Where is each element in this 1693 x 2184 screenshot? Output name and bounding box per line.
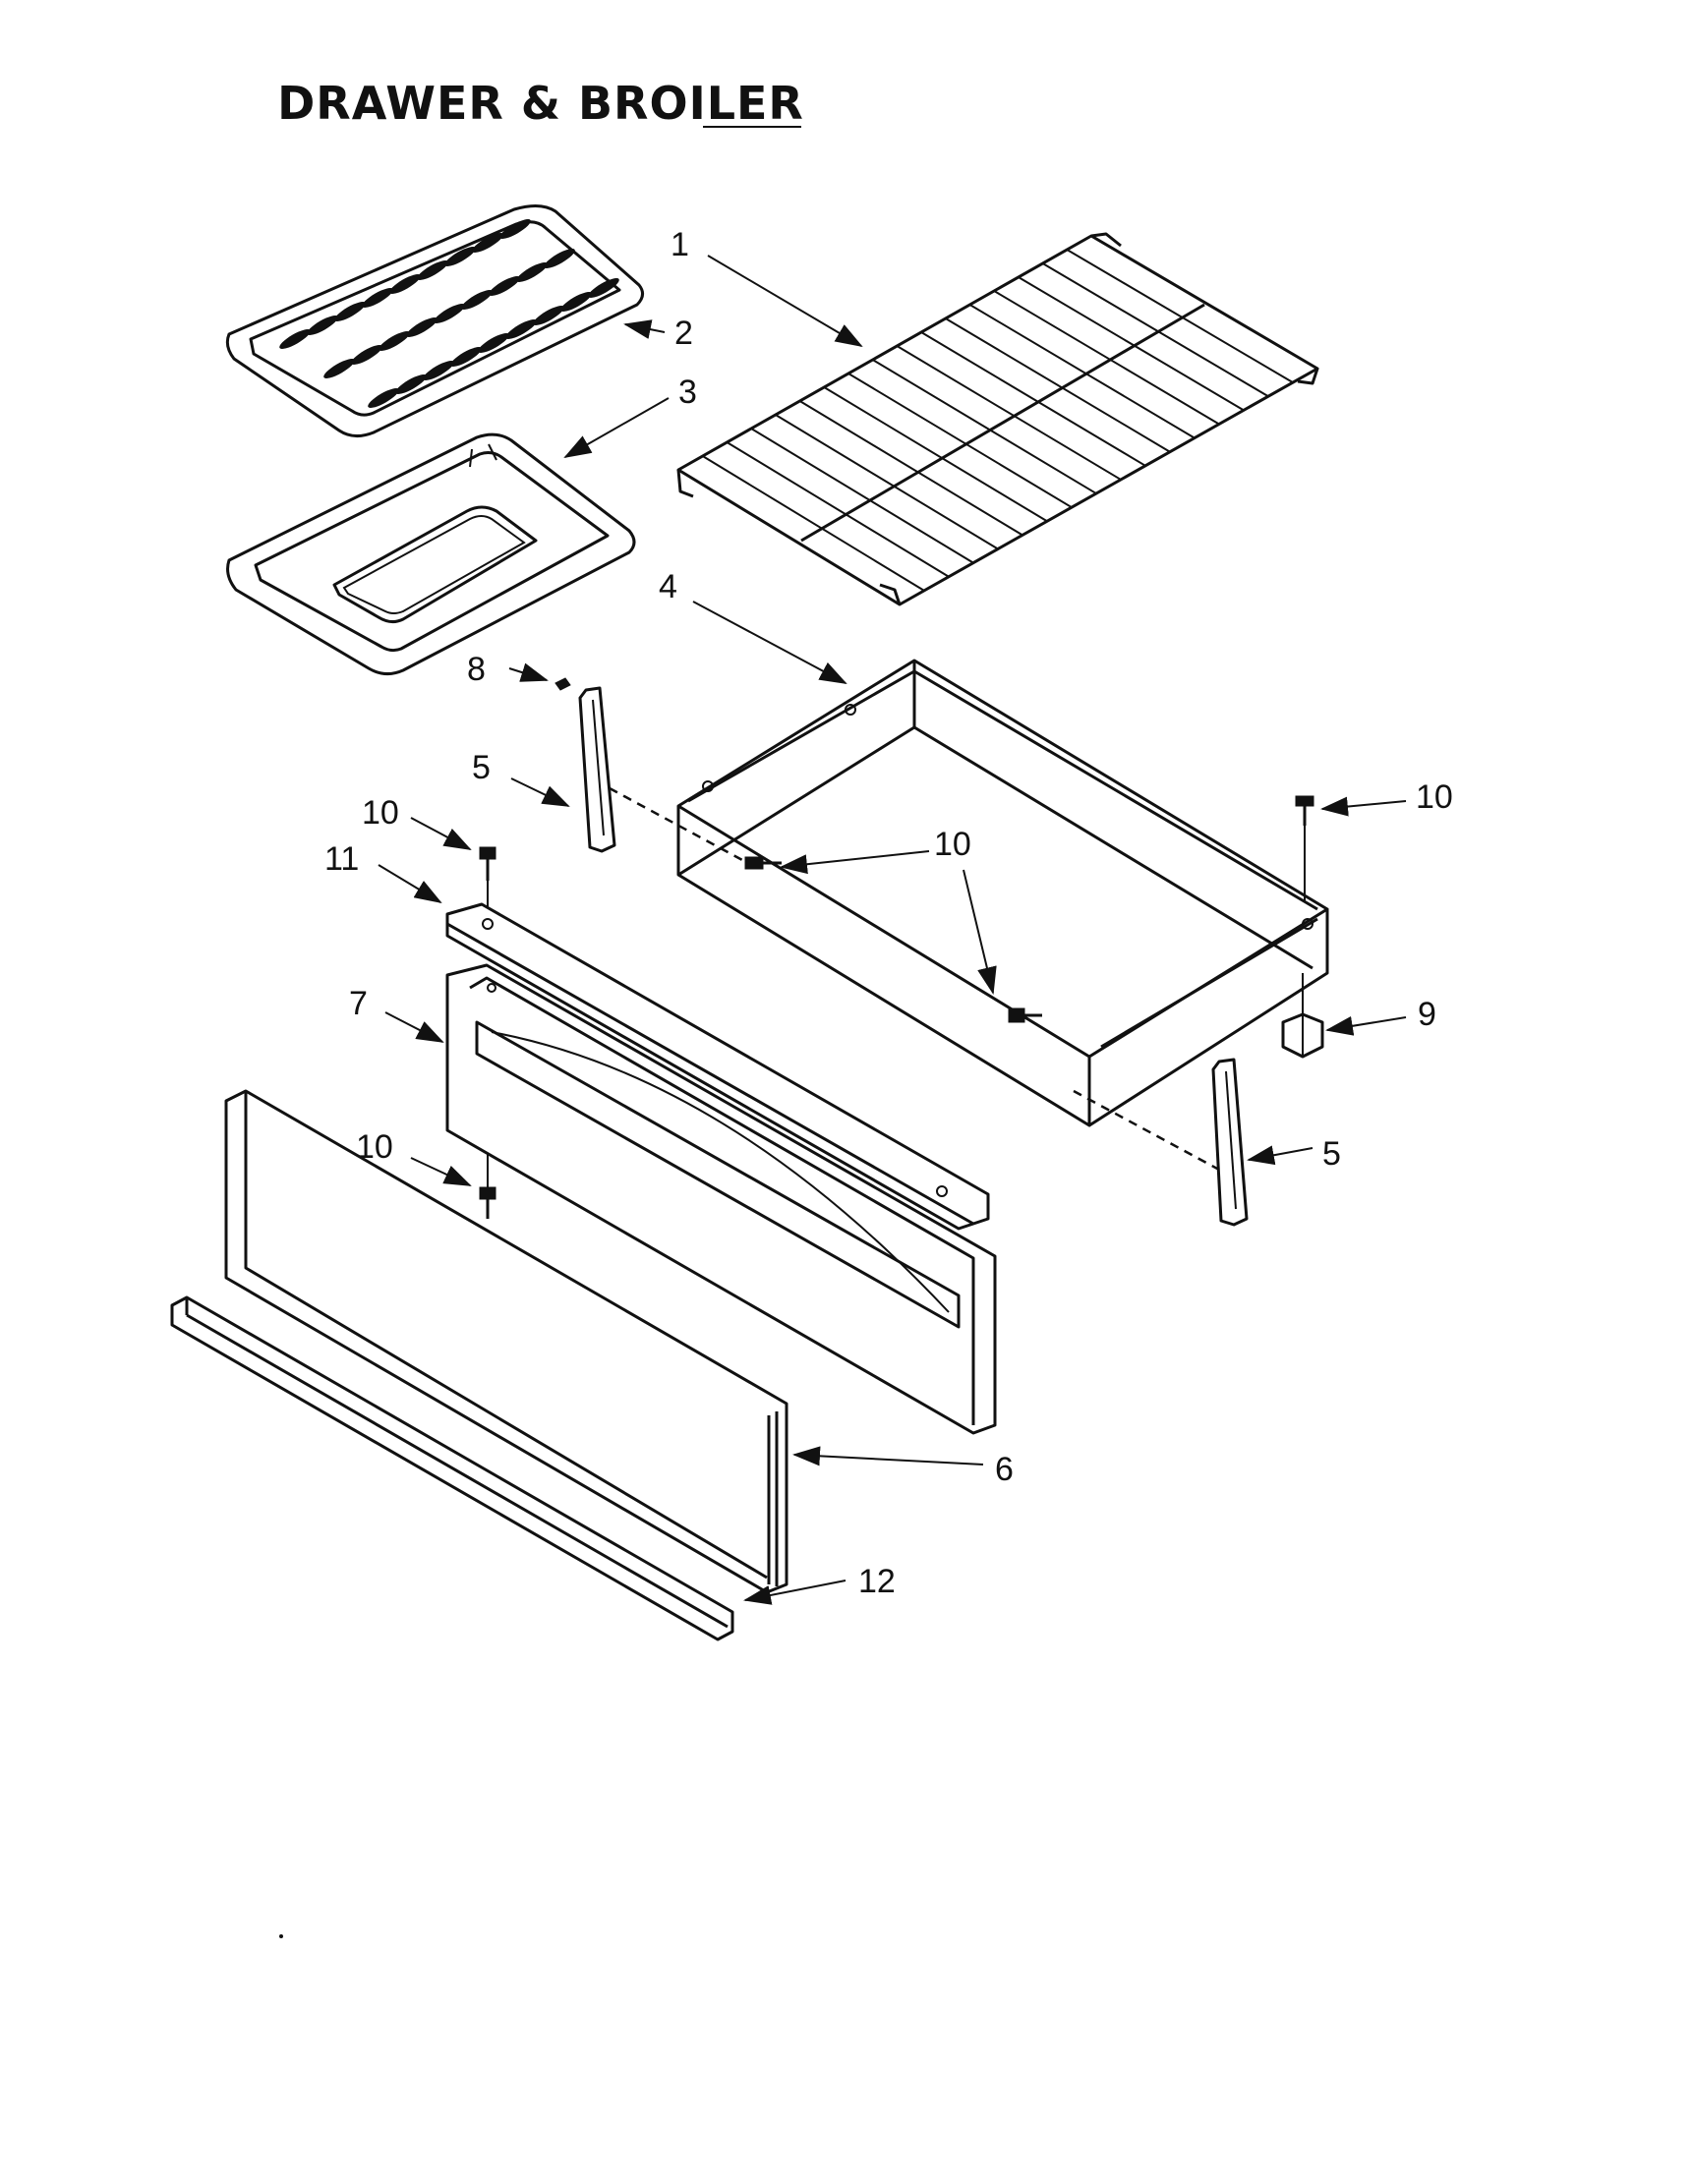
callout-10c: 10 xyxy=(934,826,971,863)
grid-slot xyxy=(417,260,448,280)
grid-slot xyxy=(499,219,531,239)
rack-bar xyxy=(750,428,974,564)
part-screw-2 xyxy=(744,856,782,870)
part-kick-panel xyxy=(224,1089,788,1594)
callout-7: 7 xyxy=(349,985,368,1022)
part-screw-1 xyxy=(1295,795,1314,902)
rack-bar xyxy=(702,455,925,592)
rack-bar xyxy=(847,373,1073,509)
grid-slots xyxy=(279,219,619,408)
rack-bar xyxy=(945,317,1171,453)
grid-slot xyxy=(544,249,575,268)
grid-slot xyxy=(450,347,482,367)
grid-slot xyxy=(279,329,311,349)
callout-9: 9 xyxy=(1418,996,1436,1033)
rack-bar xyxy=(799,400,1023,537)
callout-10b: 10 xyxy=(1416,778,1453,816)
grid-slot xyxy=(461,290,493,310)
rack-bar xyxy=(1042,262,1269,398)
part-broiler-pan xyxy=(226,432,636,675)
part-drawer-front xyxy=(445,963,997,1435)
grid-slot xyxy=(489,276,520,296)
callout-11: 11 xyxy=(324,840,359,878)
grid-slot xyxy=(588,278,619,298)
grid-slot xyxy=(362,288,393,308)
grid-slot xyxy=(533,306,564,325)
grid-slot xyxy=(505,319,537,339)
part-screw-5 xyxy=(479,1150,496,1219)
grid-slot xyxy=(334,302,366,321)
callout-6: 6 xyxy=(995,1451,1014,1488)
grid-slot xyxy=(434,304,465,323)
grid-slot xyxy=(423,361,454,380)
part-drawer-glide-right xyxy=(1211,1058,1249,1227)
grid-slot xyxy=(395,374,427,394)
rack-bar xyxy=(726,441,950,578)
callout-3: 3 xyxy=(678,374,697,411)
grid-slot xyxy=(406,317,438,337)
part-broiler-grid xyxy=(225,204,644,437)
rack-bar xyxy=(896,345,1122,481)
part-drawer-glide-left xyxy=(578,686,616,853)
part-oven-rack xyxy=(676,232,1319,606)
callout-10a: 10 xyxy=(362,794,399,832)
callout-12: 12 xyxy=(858,1563,896,1600)
grid-slot xyxy=(351,345,382,365)
grid-slot xyxy=(444,247,476,266)
grid-slot xyxy=(323,359,355,378)
rack-bar xyxy=(920,331,1146,467)
callout-8: 8 xyxy=(467,651,486,688)
rack-bar xyxy=(1018,276,1245,412)
part-trim-strip xyxy=(170,1295,734,1641)
part-clip xyxy=(555,677,571,691)
rack-bar xyxy=(775,414,999,550)
grid-slot xyxy=(368,388,399,408)
stray-dot xyxy=(279,1934,283,1938)
grid-slot xyxy=(560,292,592,312)
grid-slot xyxy=(379,331,410,351)
rack-bar xyxy=(823,386,1048,523)
grid-slot xyxy=(478,333,509,353)
grid-slot xyxy=(516,262,548,282)
part-screw-3 xyxy=(1008,1007,1042,1023)
rack-bars xyxy=(702,249,1294,592)
rack-bar xyxy=(993,290,1220,426)
callout-5b: 5 xyxy=(1322,1135,1341,1173)
rack-bar xyxy=(872,359,1097,494)
rack-bar xyxy=(1066,249,1294,383)
callout-2: 2 xyxy=(674,315,693,352)
callout-4: 4 xyxy=(659,568,677,605)
rack-bar xyxy=(968,304,1196,439)
callout-1: 1 xyxy=(671,226,689,263)
grid-slot xyxy=(307,316,338,335)
grid-slot xyxy=(472,233,503,253)
part-drawer xyxy=(676,659,1329,1127)
callout-5a: 5 xyxy=(472,749,491,786)
leader-lines xyxy=(378,255,1407,1605)
callout-10d: 10 xyxy=(356,1128,393,1166)
diagram-title: DRAWER & BROILER xyxy=(277,77,804,130)
part-front-bar xyxy=(445,902,990,1231)
grid-slot xyxy=(389,274,421,294)
